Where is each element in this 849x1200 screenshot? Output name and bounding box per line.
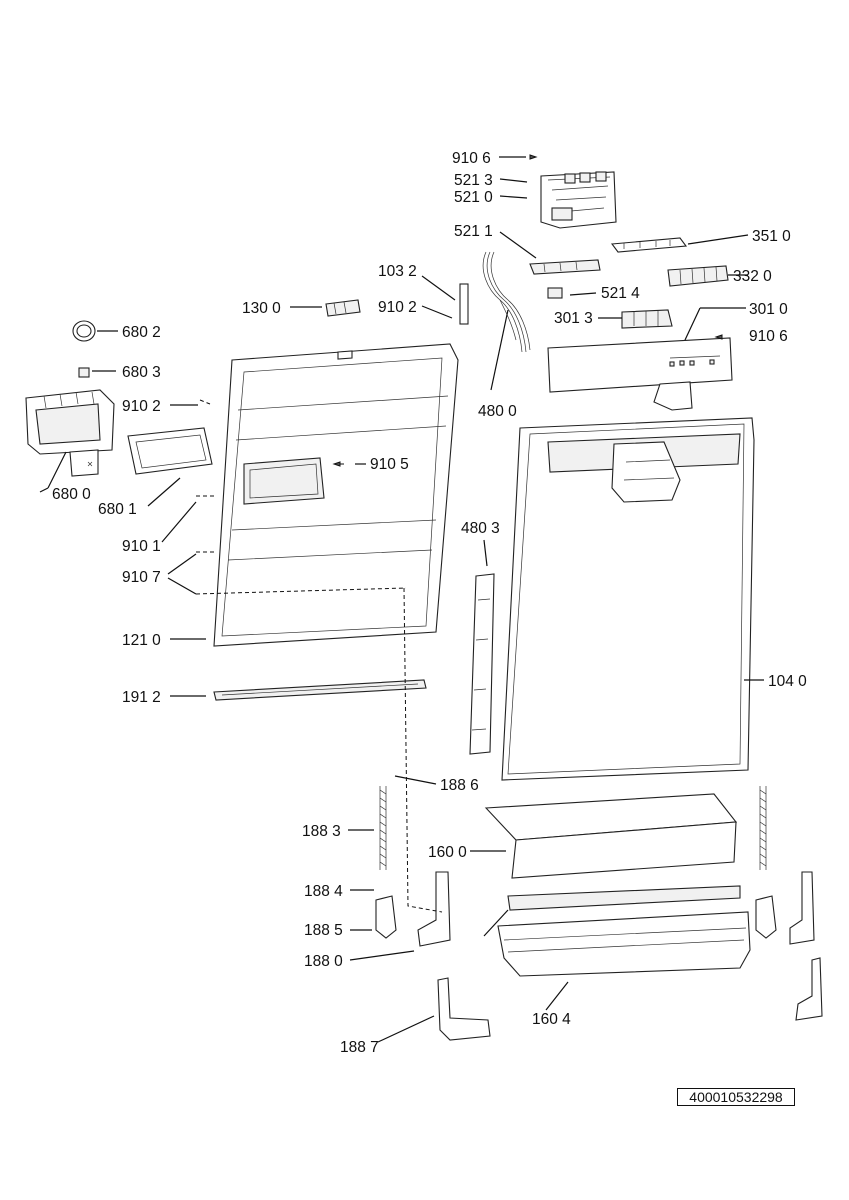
left-hinge-bracket-part: [417, 871, 451, 947]
callout-9106-top: 910 6: [452, 150, 491, 167]
callout-3010: 301 0: [749, 301, 788, 318]
callout-9105: 910 5: [370, 456, 409, 473]
callout-5210: 521 0: [454, 189, 493, 206]
part-3013: [621, 309, 673, 329]
callout-1884: 188 4: [304, 883, 343, 900]
control-panel-part: [547, 337, 733, 411]
callout-3013: 301 3: [554, 310, 593, 327]
document-id-box: 400010532298: [677, 1088, 795, 1106]
callout-1886: 188 6: [440, 777, 479, 794]
callout-9101: 910 1: [122, 538, 161, 555]
part-1887: [437, 977, 491, 1041]
callout-1880: 188 0: [304, 953, 343, 970]
callout-9102-top: 910 2: [378, 299, 417, 316]
callout-1912: 191 2: [122, 689, 161, 706]
part-6803: [78, 367, 90, 378]
outer-door-panel-part: [501, 417, 755, 781]
toe-strip-part: [507, 885, 741, 911]
callout-1040: 104 0: [768, 673, 807, 690]
kick-panel-part: [484, 793, 738, 879]
part-5211: [529, 259, 601, 275]
callout-6803: 680 3: [122, 364, 161, 381]
callout-1887: 188 7: [340, 1039, 379, 1056]
callout-3320: 332 0: [733, 268, 772, 285]
part-3510: [610, 237, 688, 253]
callout-5213: 521 3: [454, 172, 493, 189]
right-hinge-part: [755, 786, 823, 1021]
part-3320: [667, 265, 729, 287]
part-1300: [325, 299, 361, 317]
dispenser-gasket-part: [127, 427, 213, 475]
callout-1210: 121 0: [122, 632, 161, 649]
callout-4800: 480 0: [478, 403, 517, 420]
callout-labels: 910 6 521 3 521 0 521 1 351 0 103 2 332 …: [52, 150, 807, 1056]
electronic-board-part: [540, 171, 617, 229]
part-4803: [469, 573, 495, 755]
callout-5214: 521 4: [601, 285, 640, 302]
callout-6800: 680 0: [52, 486, 91, 503]
document-id: 400010532298: [689, 1089, 783, 1105]
bracket-1032: [459, 283, 469, 325]
dashed-guides: [195, 399, 443, 913]
seal-ring-part: [72, 320, 96, 342]
left-hinge-spring-part: [375, 786, 397, 939]
callout-1032: 103 2: [378, 263, 417, 280]
callout-1885: 188 5: [304, 922, 343, 939]
callout-9102-left: 910 2: [122, 398, 161, 415]
callout-1600: 160 0: [428, 844, 467, 861]
wire-harness-part: [482, 251, 531, 353]
callout-4803: 480 3: [461, 520, 500, 537]
door-strip-part: [213, 679, 427, 701]
callout-9107: 910 7: [122, 569, 161, 586]
callout-5211: 521 1: [454, 223, 493, 240]
lower-cover-part: [497, 911, 751, 977]
part-5214: [547, 287, 563, 299]
detergent-dispenser-part: [25, 389, 115, 477]
callout-1604: 160 4: [532, 1011, 571, 1028]
arrow-markers: [332, 154, 723, 467]
callout-3510: 351 0: [752, 228, 791, 245]
callout-6802: 680 2: [122, 324, 161, 341]
callout-1300: 130 0: [242, 300, 281, 317]
callout-1883: 188 3: [302, 823, 341, 840]
callout-9106-right: 910 6: [749, 328, 788, 345]
leader-lines: [39, 156, 764, 1043]
callout-6801: 680 1: [98, 501, 137, 518]
inner-door-panel-part: [213, 343, 459, 647]
